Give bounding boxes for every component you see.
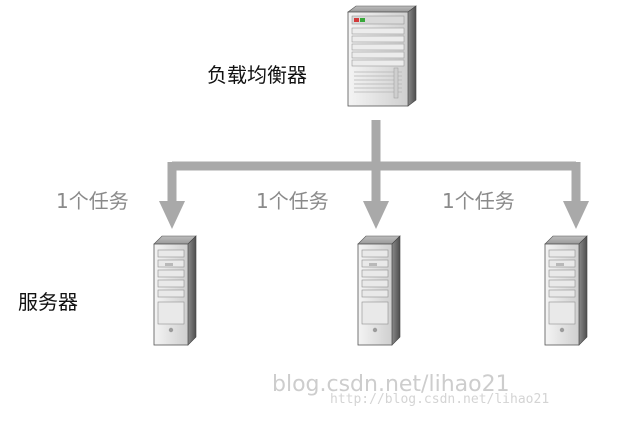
server-icon-3 <box>545 236 587 345</box>
task-label-3: 1个任务 <box>442 191 515 211</box>
servers-label: 服务器 <box>18 292 78 312</box>
arrowhead-middle <box>363 201 389 229</box>
arrowhead-left <box>159 201 185 229</box>
task-label-1: 1个任务 <box>56 191 129 211</box>
server-icon-2 <box>358 236 400 345</box>
server-icon-1 <box>154 236 196 345</box>
connector-lines <box>172 120 576 204</box>
load-balancer-label: 负载均衡器 <box>207 65 307 85</box>
arrowhead-right <box>563 201 589 229</box>
load-balancer-server-icon <box>348 6 416 106</box>
watermark-url: http://blog.csdn.net/lihao21 <box>330 393 549 406</box>
task-label-2: 1个任务 <box>256 191 329 211</box>
arrowheads <box>159 201 589 229</box>
